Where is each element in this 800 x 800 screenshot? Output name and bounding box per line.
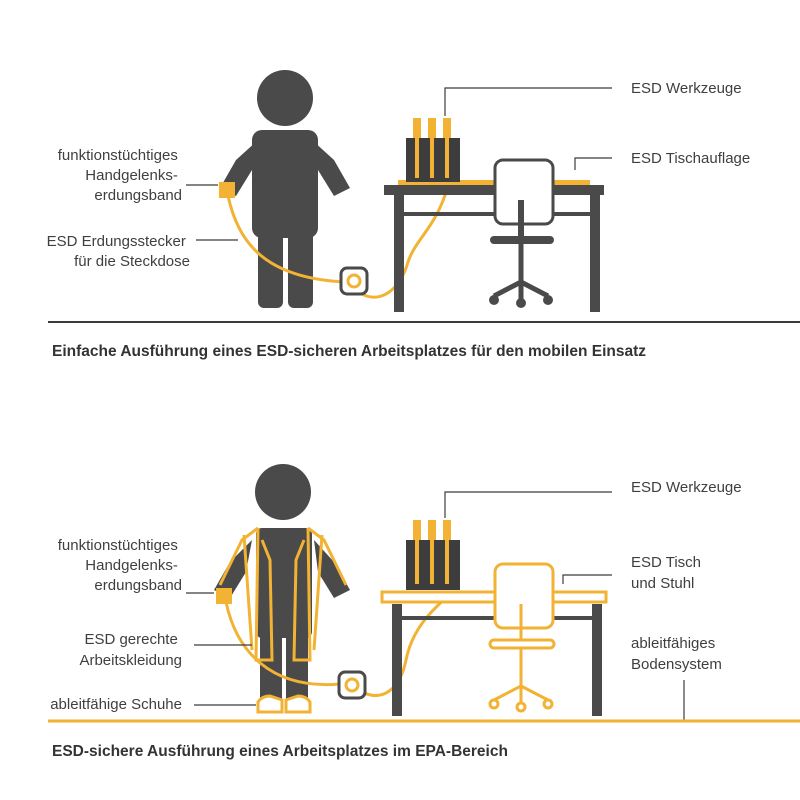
top-label-plug: ESD Erdungsstecker für die Steckdose <box>47 233 190 270</box>
top-scene: ESD Werkzeuge ESD Tischauflage funktions… <box>47 70 800 360</box>
bottom-scene: ESD Werkzeuge ESD Tisch und Stuhl ableit… <box>48 464 800 760</box>
top-label-mat: ESD Tischauflage <box>631 150 750 167</box>
bottom-label-tools: ESD Werkzeuge <box>631 479 742 496</box>
bottom-wristband <box>216 588 232 604</box>
top-label-wristband: funktionstüchtiges Handgelenks- erdungsb… <box>58 147 182 204</box>
top-socket <box>339 266 369 296</box>
top-person <box>220 70 350 308</box>
bottom-person <box>214 464 350 702</box>
bottom-caption: ESD-sichere Ausführung eines Arbeitsplat… <box>52 743 508 760</box>
bottom-ground-cable <box>224 594 449 697</box>
bottom-label-floor: ableitfähiges Bodensystem <box>631 635 722 673</box>
top-chair <box>489 158 555 308</box>
top-tool-box <box>406 118 460 182</box>
bottom-label-table: ESD Tisch und Stuhl <box>631 554 705 592</box>
top-pointers <box>186 87 612 241</box>
bottom-esd-coat <box>218 526 348 662</box>
bottom-esd-chair <box>488 562 556 713</box>
bottom-esd-shoes <box>256 694 312 714</box>
bottom-label-clothing: ESD gerechte Arbeitskleidung <box>79 631 182 669</box>
bottom-socket <box>337 670 367 700</box>
bottom-label-wristband: funktionstüchtiges Handgelenks- erdungsb… <box>58 537 182 594</box>
bottom-label-shoes: ableitfähige Schuhe <box>50 696 182 713</box>
bottom-pointers <box>186 491 685 720</box>
top-caption: Einfache Ausführung eines ESD-sicheren A… <box>52 343 646 360</box>
bottom-tool-box <box>406 520 460 590</box>
top-label-tools: ESD Werkzeuge <box>631 80 742 97</box>
top-wristband <box>219 182 235 198</box>
